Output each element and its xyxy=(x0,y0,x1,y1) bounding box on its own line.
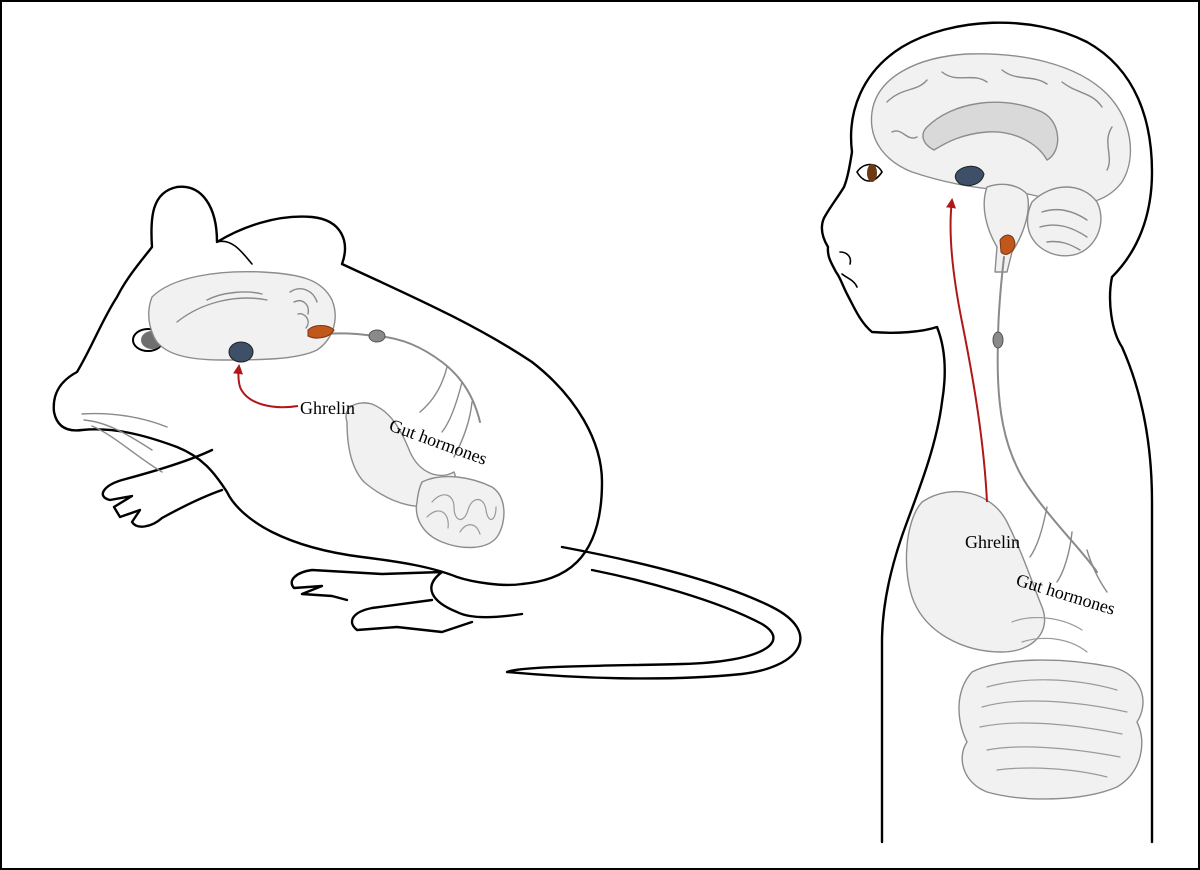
mouse-tail xyxy=(505,545,802,680)
human-intestine-coils xyxy=(979,617,1128,778)
human-illustration xyxy=(820,21,1154,844)
human-ghrelin-label: Ghrelin xyxy=(965,532,1020,552)
mouse-ear-line xyxy=(216,240,253,265)
human-eye-iris xyxy=(867,164,877,182)
human-nodose-ganglion xyxy=(992,331,1004,349)
mouse-brain-folds xyxy=(176,288,318,329)
mouse-brain xyxy=(148,270,336,361)
mouse-brainstem-nucleus xyxy=(307,325,335,339)
human-intestines xyxy=(958,659,1144,800)
mouse-vagus-nerve xyxy=(326,332,481,423)
mouse-nodose-ganglion xyxy=(368,329,386,343)
mouse-hind-foot xyxy=(290,568,524,634)
human-stomach xyxy=(905,490,1046,653)
human-corpus-callosum xyxy=(922,101,1059,161)
human-nose-mouth xyxy=(839,251,858,288)
mouse-body-outline xyxy=(52,185,604,587)
human-brain-gyri xyxy=(886,69,1113,171)
mouse-hypothalamus xyxy=(228,341,254,363)
mouse-whiskers xyxy=(81,412,168,473)
human-body-outline xyxy=(820,21,1154,844)
mouse-ghrelin-arrow xyxy=(233,364,299,409)
human-brainstem-nucleus xyxy=(999,234,1016,255)
mouse-vagus-branches xyxy=(419,366,473,458)
human-hypothalamus xyxy=(954,165,985,187)
human-cerebellum xyxy=(1026,186,1102,257)
mouse-intestine xyxy=(415,475,505,549)
human-vagus-nerve xyxy=(996,256,1098,573)
mouse-intestine-coils xyxy=(426,494,497,535)
human-brainstem xyxy=(983,183,1029,273)
mouse-front-paw xyxy=(101,448,224,528)
mouse-ghrelin-label: Ghrelin xyxy=(300,398,355,418)
human-vagus-branches xyxy=(1029,506,1108,593)
mouse-illustration xyxy=(52,185,802,680)
human-ghrelin-arrow xyxy=(946,198,988,503)
human-cerebellum-folds xyxy=(1039,208,1088,251)
